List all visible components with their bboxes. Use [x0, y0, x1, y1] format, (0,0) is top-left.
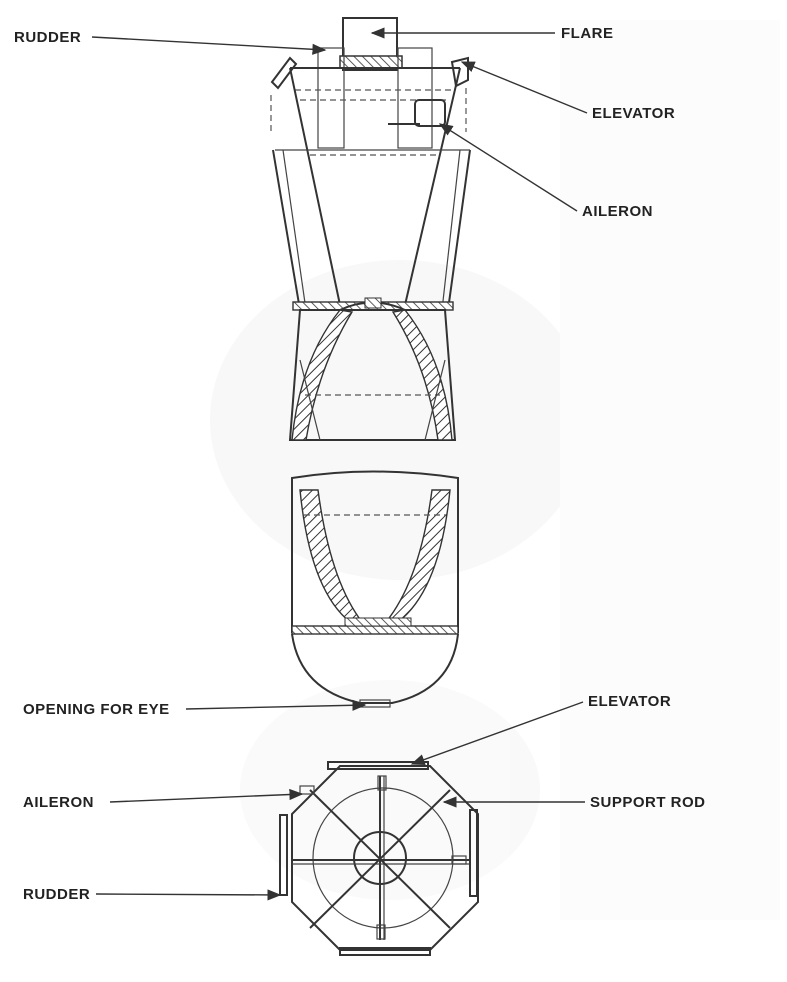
elevator-left: [270, 56, 298, 90]
label-flare: FLARE: [561, 25, 614, 42]
rudder-fin-left: [279, 814, 288, 896]
aileron-box: [414, 99, 446, 127]
rudder-fin: [317, 47, 345, 149]
elevator-right: [450, 56, 469, 88]
leader-lines: [91, 27, 588, 901]
label-aileron-bottom: AILERON: [23, 794, 94, 811]
label-support-rod: SUPPORT ROD: [590, 794, 706, 811]
after-shroud: [288, 297, 457, 441]
label-elevator-top: ELEVATOR: [592, 105, 675, 122]
label-rudder-top: RUDDER: [14, 29, 81, 46]
flare-housing: [342, 17, 398, 71]
forward-shroud: [291, 470, 459, 708]
nose-dome: [291, 633, 459, 704]
label-rudder-bottom: RUDDER: [23, 886, 90, 903]
elevator-fin-top: [327, 761, 429, 770]
page-bleed-through: [210, 20, 780, 920]
label-elevator-bottom: ELEVATOR: [588, 693, 671, 710]
bottom-view: [279, 761, 479, 956]
label-opening-for-eye: OPENING FOR EYE: [23, 701, 170, 718]
label-aileron-top: AILERON: [582, 203, 653, 220]
